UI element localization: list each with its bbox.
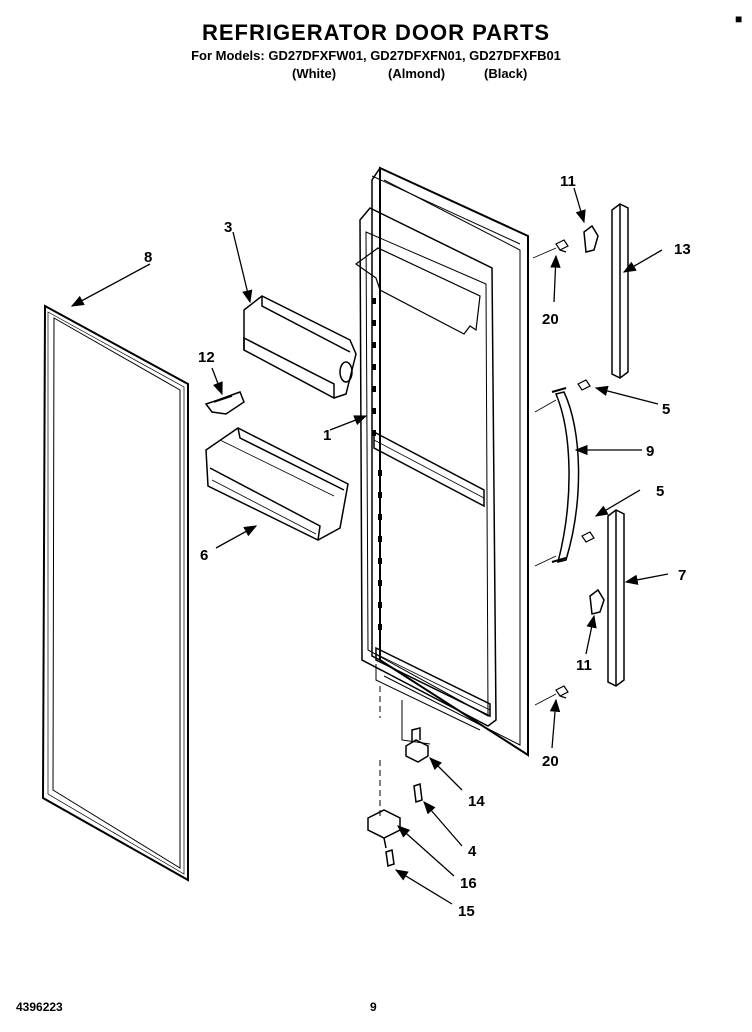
callout-8: 8 [144, 249, 152, 266]
door-bin [205, 427, 349, 541]
leader-lines [70, 187, 669, 905]
mounting-lines [532, 247, 557, 706]
callout-20-upper: 20 [542, 311, 559, 328]
callout-12: 12 [198, 349, 215, 366]
screw [555, 685, 569, 699]
callout-9: 9 [646, 443, 654, 460]
dairy-bracket [204, 391, 245, 415]
callout-11-lower: 11 [576, 657, 592, 674]
hinge-assembly [367, 686, 431, 867]
bottom-trim [607, 509, 625, 687]
door-handle [551, 387, 580, 564]
top-trim [611, 203, 629, 379]
callout-3: 3 [224, 219, 232, 236]
callout-11-upper: 11 [560, 173, 576, 190]
shelf-holes [372, 298, 382, 630]
callout-20-lower: 20 [542, 753, 559, 770]
page-number: 9 [370, 1000, 377, 1014]
variant-white: (White) [292, 66, 337, 81]
callout-5-upper: 5 [662, 401, 670, 418]
variant-almond: (Almond) [388, 66, 446, 81]
callout-7: 7 [678, 567, 686, 584]
callout-numbers: 1 3 4 5 5 6 7 8 9 11 11 12 13 14 15 16 2… [144, 173, 691, 920]
callout-13: 13 [674, 241, 691, 258]
trim-clip [583, 224, 605, 615]
page-title: REFRIGERATOR DOOR PARTS [201, 20, 551, 45]
dairy-cover [243, 295, 357, 399]
callout-14: 14 [468, 793, 485, 810]
corner-mark: ■ [735, 12, 743, 26]
screw [555, 239, 569, 253]
callout-1: 1 [323, 427, 331, 444]
door-assembly [354, 166, 529, 757]
part-number: 4396223 [16, 1000, 63, 1014]
variant-black: (Black) [484, 66, 528, 81]
callout-4: 4 [468, 843, 477, 860]
callout-15: 15 [458, 903, 475, 920]
callout-6: 6 [200, 547, 208, 564]
callout-16: 16 [460, 875, 477, 892]
door-gasket [41, 304, 189, 882]
callout-5-lower: 5 [656, 483, 664, 500]
screw [581, 531, 595, 543]
screw [577, 379, 591, 391]
models-line: For Models: GD27DFXFW01, GD27DFXFN01, GD… [191, 48, 561, 63]
